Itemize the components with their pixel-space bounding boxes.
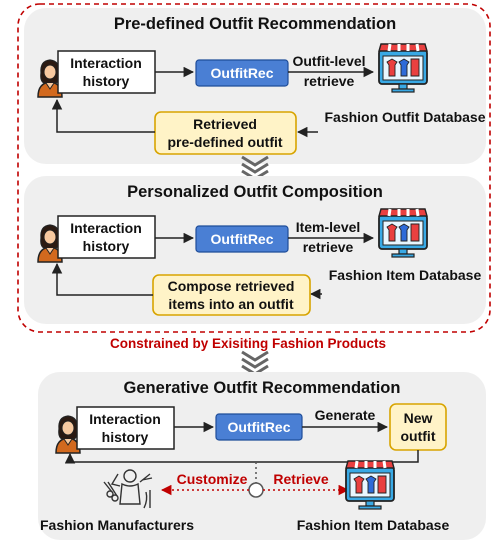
result-label: Compose retrieved xyxy=(168,278,295,294)
interaction-history-label-2: history xyxy=(83,73,130,89)
outfitrec-box[interactable] xyxy=(195,225,289,253)
store-icon xyxy=(377,42,429,94)
section-predefined: Pre-defined Outfit Recommendation Intera… xyxy=(24,8,486,164)
arrow-result-to-user xyxy=(51,262,153,296)
result-label: Retrieved xyxy=(193,116,257,132)
database-label: Fashion Outfit Database xyxy=(324,109,485,125)
action-label: Item-level xyxy=(296,219,361,235)
section-generative: Generative Outfit Recommendation Interac… xyxy=(38,372,486,540)
outfitrec-label: OutfitRec xyxy=(228,419,291,435)
customize-label: Customize xyxy=(177,471,248,487)
outfitrec-label: OutfitRec xyxy=(211,231,274,247)
outfitrec-label: OutfitRec xyxy=(211,65,274,81)
action-label-2: retrieve xyxy=(303,239,354,255)
generate-label: Generate xyxy=(315,407,376,423)
interaction-history-label: Interaction xyxy=(89,411,161,427)
database-label: Fashion Item Database xyxy=(297,517,450,533)
interaction-history-label-2: history xyxy=(83,238,130,254)
result-label-2: items into an outfit xyxy=(168,296,294,312)
outfitrec-box[interactable] xyxy=(195,59,289,87)
new-outfit-label: New xyxy=(404,410,433,426)
database-label: Fashion Item Database xyxy=(329,267,482,283)
section-title: Pre-defined Outfit Recommendation xyxy=(114,15,396,33)
store-icon xyxy=(344,459,396,511)
interaction-history-box[interactable] xyxy=(76,406,175,450)
interaction-history-box[interactable] xyxy=(57,50,156,94)
section-personalized: Personalized Outfit Composition Interact… xyxy=(24,176,486,324)
retrieve-label: Retrieve xyxy=(273,471,328,487)
arrow-result-to-user xyxy=(51,98,155,133)
constraint-label: Constrained by Exisiting Fashion Product… xyxy=(110,336,386,351)
result-box[interactable] xyxy=(154,111,297,155)
section-panel xyxy=(38,372,486,540)
arrow-new-to-user xyxy=(64,450,419,464)
manufacturers-label: Fashion Manufacturers xyxy=(40,517,194,533)
interaction-history-label-2: history xyxy=(102,429,149,445)
result-label-2: pre-defined outfit xyxy=(167,134,282,150)
action-label-2: retrieve xyxy=(304,73,355,89)
center-node xyxy=(248,482,264,498)
section-title: Generative Outfit Recommendation xyxy=(124,379,401,397)
new-outfit-label-2: outfit xyxy=(401,428,436,444)
interaction-history-label: Interaction xyxy=(70,220,142,236)
constraint-boundary xyxy=(17,3,491,333)
interaction-history-label: Interaction xyxy=(70,55,142,71)
section-title: Personalized Outfit Composition xyxy=(127,183,383,201)
store-icon xyxy=(377,207,429,259)
tailor-icon xyxy=(103,469,153,509)
chevron-down-icon xyxy=(240,350,270,376)
interaction-history-box[interactable] xyxy=(57,215,156,259)
action-label: Outfit-level xyxy=(292,53,365,69)
